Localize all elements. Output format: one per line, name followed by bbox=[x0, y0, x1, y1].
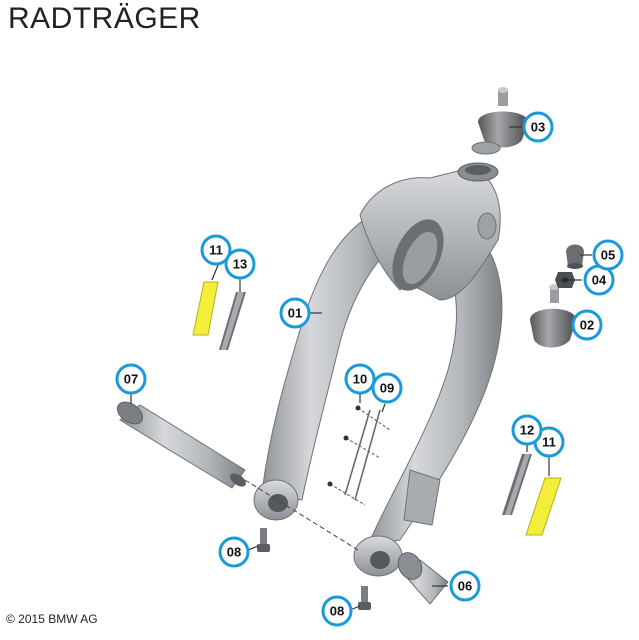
callout-07: 07 bbox=[115, 363, 147, 395]
callout-11: 11 bbox=[533, 426, 565, 458]
callout-11: 11 bbox=[200, 234, 232, 266]
hex-nut bbox=[555, 272, 575, 288]
adhesive-strip-left bbox=[192, 281, 219, 336]
trim-strip-12 bbox=[502, 454, 532, 515]
bolt-right bbox=[358, 586, 371, 610]
callout-label: 02 bbox=[580, 318, 594, 333]
callout-label: 10 bbox=[353, 372, 367, 387]
callout-03: 03 bbox=[522, 111, 554, 143]
page-title: RADTRÄGER bbox=[8, 2, 201, 35]
callout-label: 11 bbox=[542, 435, 556, 450]
callout-label: 09 bbox=[380, 381, 394, 396]
callout-label: 12 bbox=[520, 423, 534, 438]
callout-label: 03 bbox=[531, 120, 545, 135]
callout-label: 08 bbox=[330, 604, 344, 619]
upper-ball-joint bbox=[471, 87, 528, 155]
callout-label: 13 bbox=[233, 257, 247, 272]
callout-label: 07 bbox=[124, 372, 138, 387]
callout-02: 02 bbox=[571, 309, 603, 341]
callout-12: 12 bbox=[511, 414, 543, 446]
callout-label: 06 bbox=[458, 579, 472, 594]
callout-01: 01 bbox=[279, 297, 311, 329]
callout-label: 04 bbox=[592, 273, 607, 288]
copyright-notice: © 2015 BMW AG bbox=[6, 612, 98, 626]
axle-sleeve bbox=[116, 401, 359, 551]
callout-08: 08 bbox=[218, 536, 250, 568]
callout-label: 11 bbox=[209, 243, 223, 258]
wheel-carrier bbox=[253, 162, 503, 577]
lower-ball-joint bbox=[530, 284, 576, 348]
callout-label: 08 bbox=[227, 545, 241, 560]
adhesive-strip-right bbox=[525, 477, 562, 536]
small-screws bbox=[327, 405, 391, 506]
bolt-left bbox=[257, 528, 270, 552]
callout-label: 01 bbox=[288, 306, 302, 321]
callout-05: 05 bbox=[592, 239, 624, 271]
callout-label: 05 bbox=[601, 248, 615, 263]
bushing bbox=[397, 552, 449, 605]
callout-13: 13 bbox=[224, 248, 256, 280]
protective-cap bbox=[566, 244, 584, 269]
callout-08: 08 bbox=[321, 595, 353, 627]
trim-strip-13 bbox=[219, 292, 246, 350]
callout-09: 09 bbox=[371, 372, 403, 404]
callout-10: 10 bbox=[344, 363, 376, 395]
callout-06: 06 bbox=[449, 570, 481, 602]
